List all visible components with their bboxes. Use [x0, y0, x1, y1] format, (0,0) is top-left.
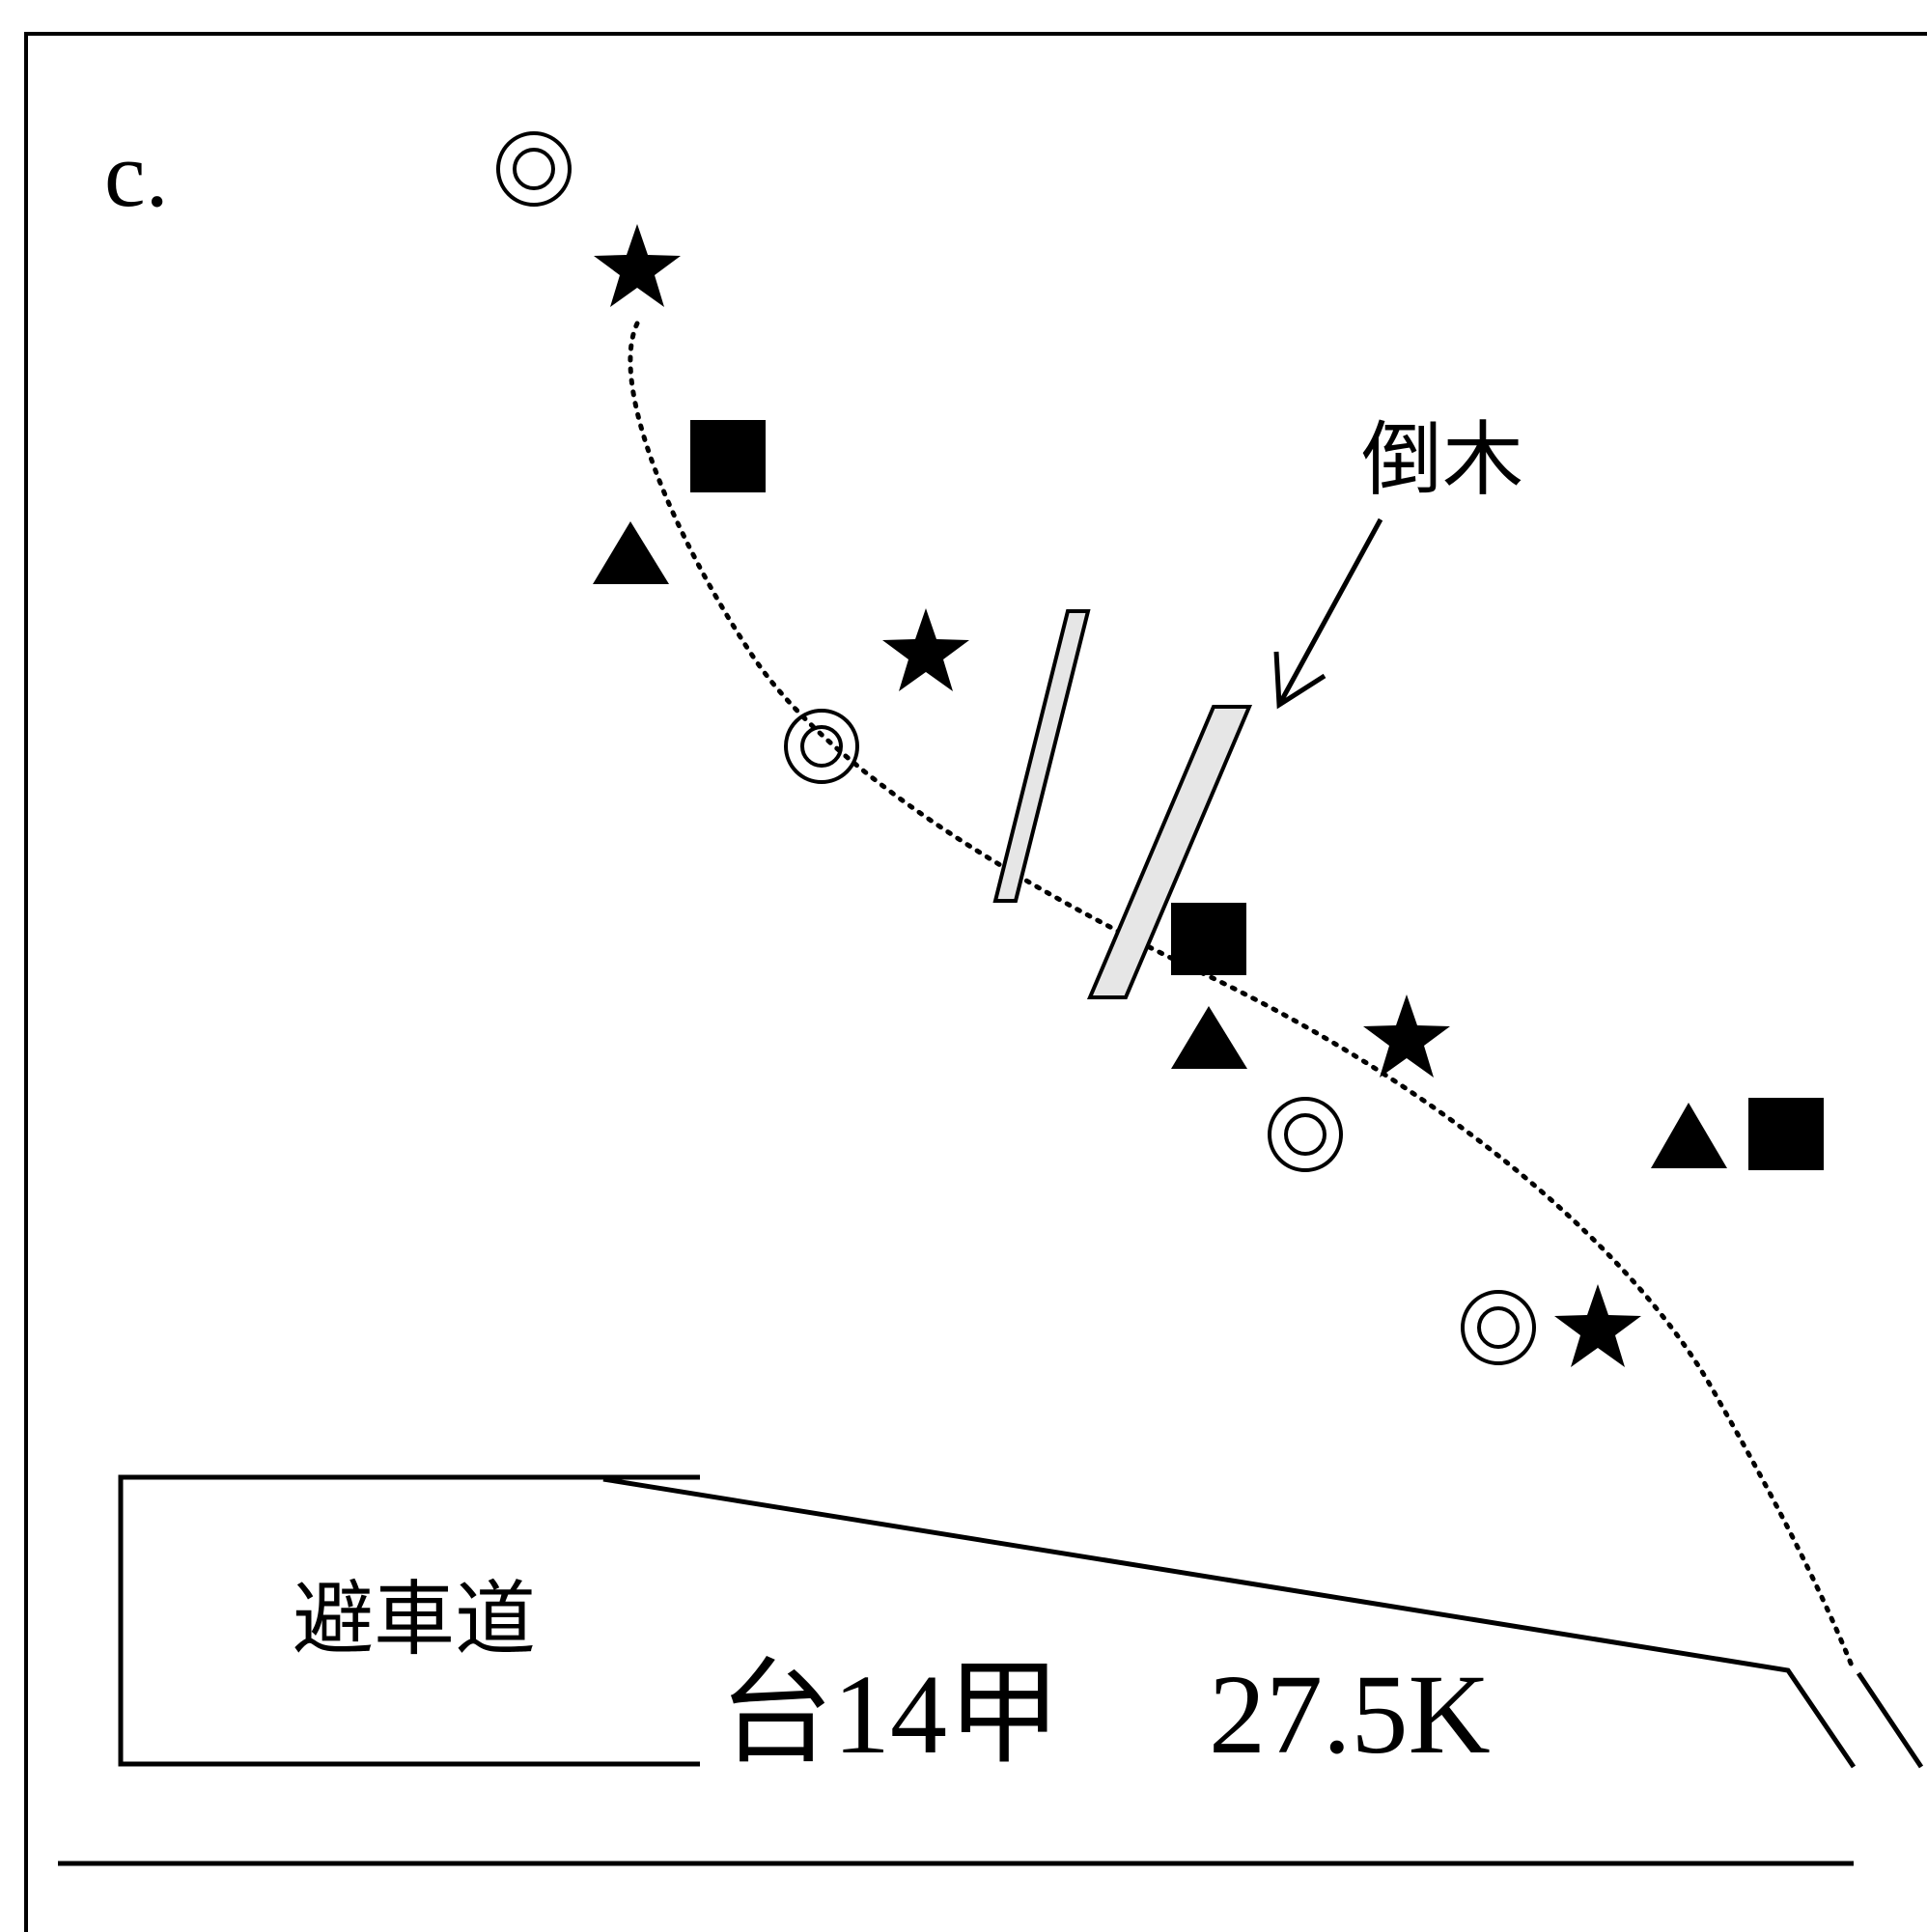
- square-marker: [1748, 1098, 1824, 1170]
- star-marker: [594, 224, 681, 307]
- road-marker-label: 台14甲: [719, 1651, 1061, 1778]
- fallen-log-1: [992, 609, 1091, 903]
- turnout-label: 避車道: [293, 1572, 536, 1666]
- star-marker: [1363, 994, 1450, 1078]
- diagram-frame: [24, 32, 1927, 1932]
- double-circle-marker: [496, 131, 572, 207]
- road-km-label: 27.5K: [1209, 1651, 1491, 1778]
- fallen-log-2: [1086, 705, 1253, 999]
- star-marker: [882, 608, 969, 691]
- triangle-marker: [593, 521, 669, 584]
- fallen-tree-label: 倒木: [1361, 412, 1523, 507]
- double-circle-marker: [1461, 1290, 1536, 1365]
- road-edge-line-right: [1856, 1671, 1924, 1769]
- triangle-marker: [1651, 1103, 1727, 1168]
- square-marker: [690, 420, 766, 492]
- road-edge-line: [602, 1476, 1857, 1769]
- star-marker: [1554, 1284, 1641, 1367]
- double-circle-marker: [1268, 1097, 1343, 1172]
- panel-label: c.: [104, 123, 169, 226]
- double-circle-marker: [784, 709, 859, 784]
- dotted-path-line: [628, 321, 1857, 1673]
- square-marker: [1171, 903, 1246, 975]
- turnout-outline: [118, 1474, 700, 1767]
- fallen-tree-arrowhead: [1273, 651, 1327, 710]
- fallen-tree-arrow: [1276, 518, 1383, 707]
- triangle-marker: [1171, 1006, 1247, 1069]
